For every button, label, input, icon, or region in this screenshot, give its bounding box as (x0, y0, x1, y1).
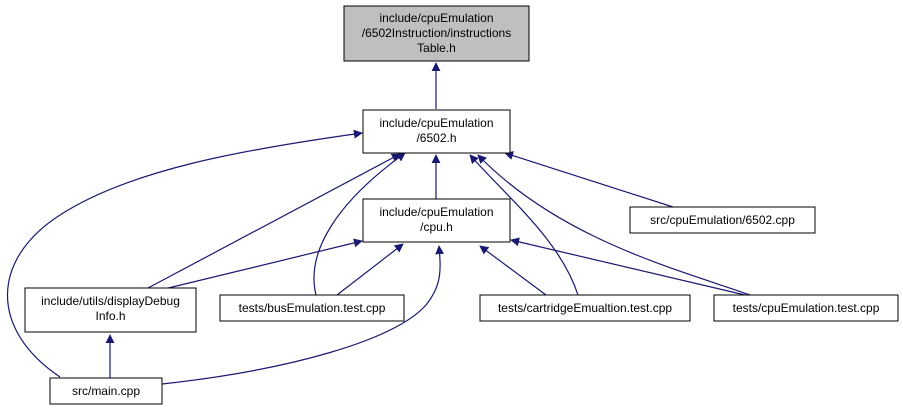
edge-cputest-to-cpuh (510, 237, 746, 296)
edge-cputest-to-6502h (477, 154, 751, 296)
edge-maincpp-to-6502h (6, 129, 363, 378)
node-bus-test-label: tests/busEmulation.test.cpp (239, 301, 386, 315)
node-instructions-table-line-2: /6502Instruction/instructions (362, 26, 511, 40)
node-6502-cpp-label: src/cpuEmulation/6502.cpp (650, 213, 795, 227)
edge-cartridgetest-to-cpuh (479, 245, 547, 296)
node-cpu-test[interactable]: tests/cpuEmulation.test.cpp (713, 294, 899, 322)
node-6502-cpp[interactable]: src/cpuEmulation/6502.cpp (629, 206, 816, 234)
node-display-debug-info[interactable]: include/utils/displayDebug Info.h (24, 287, 197, 333)
node-instructions-table[interactable]: include/cpuEmulation /6502Instruction/in… (343, 5, 530, 62)
node-instructions-table-line-1: include/cpuEmulation (379, 11, 493, 25)
node-instructions-table-line-3: Table.h (417, 41, 456, 55)
node-6502-h[interactable]: include/cpuEmulation /6502.h (362, 109, 511, 154)
edge-cartridgetest-to-6502h (469, 154, 579, 296)
node-bus-test[interactable]: tests/busEmulation.test.cpp (219, 294, 405, 322)
node-cpu-h[interactable]: include/cpuEmulation /cpu.h (362, 198, 511, 243)
node-main-cpp-label: src/main.cpp (72, 384, 140, 398)
edge-6502cpp-to-6502h (504, 151, 674, 208)
edges (6, 62, 751, 385)
edge-bustest-to-cpuh (336, 243, 404, 296)
node-display-debug-info-line-2: Info.h (95, 309, 125, 323)
node-cpu-test-label: tests/cpuEmulation.test.cpp (733, 301, 880, 315)
edge-displaydebug-to-6502h (147, 153, 401, 289)
edge-displaydebug-to-cpuh (159, 238, 363, 291)
node-cartridge-test-label: tests/cartridgeEmualtion.test.cpp (498, 301, 672, 315)
node-cpu-h-line-2: /cpu.h (420, 220, 453, 234)
edge-maincpp-to-cpuh (161, 245, 445, 385)
edge-bustest-to-6502h (313, 152, 406, 296)
node-display-debug-info-line-1: include/utils/displayDebug (41, 294, 180, 308)
node-main-cpp[interactable]: src/main.cpp (49, 377, 163, 405)
node-cpu-h-line-1: include/cpuEmulation (379, 205, 493, 219)
node-cartridge-test[interactable]: tests/cartridgeEmualtion.test.cpp (479, 294, 691, 322)
node-6502-h-line-1: include/cpuEmulation (379, 116, 493, 130)
node-6502-h-line-2: /6502.h (416, 131, 456, 145)
